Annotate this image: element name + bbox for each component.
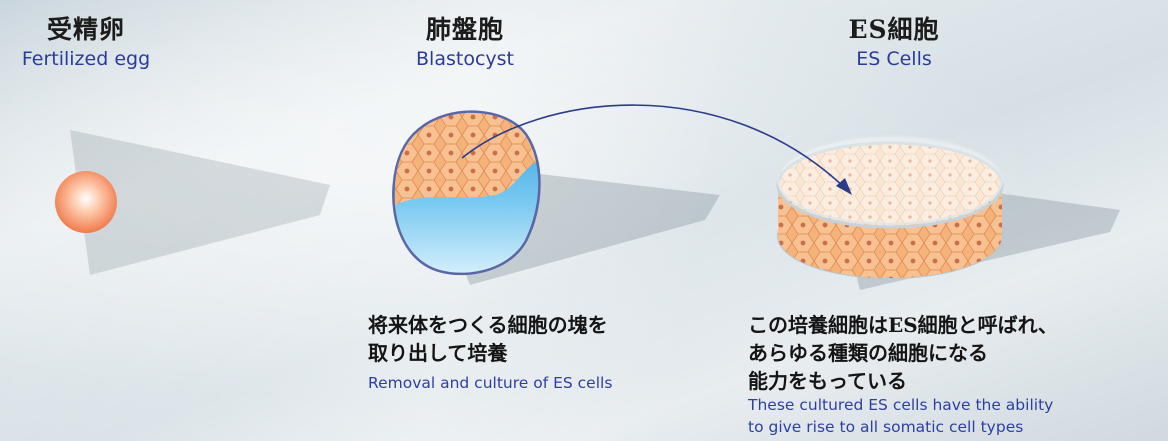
caption-line: 能力をもっている <box>748 369 907 393</box>
caption-line: この培養細胞はES細胞と呼ばれ、 <box>748 313 1058 337</box>
caption-line: to give rise to all somatic cell types <box>748 418 1024 436</box>
slab-shadow-1 <box>70 130 330 275</box>
caption-line: あらゆる種類の細胞になる <box>748 341 988 365</box>
caption-line: 将来体をつくる細胞の塊を <box>368 313 608 337</box>
es-caption-en: These cultured ES cells have the ability… <box>748 394 1053 438</box>
stage-title-jp: 肺盤胞 <box>425 15 504 44</box>
stage-title-en: Blastocyst <box>416 48 514 70</box>
stage-blastocyst-heading: 肺盤胞 Blastocyst <box>355 10 575 70</box>
blastocyst-caption-en: Removal and culture of ES cells <box>368 374 613 392</box>
petri-dish <box>776 135 1004 279</box>
stage-title-jp: 受精卵 <box>46 15 125 44</box>
es-caption-jp: この培養細胞はES細胞と呼ばれ、 あらゆる種類の細胞になる 能力をもっている <box>748 311 1058 395</box>
stage-es-cells-heading: ES細胞 ES Cells <box>784 10 1004 70</box>
stage-title-jp: ES細胞 <box>848 15 940 44</box>
blastocyst <box>392 110 541 276</box>
stage-title-en: ES Cells <box>856 48 932 70</box>
fertilized-egg <box>55 171 117 233</box>
caption-line: These cultured ES cells have the ability <box>748 396 1054 414</box>
transfer-arrow <box>461 104 846 189</box>
caption-line: 取り出して培養 <box>368 341 508 365</box>
blastocyst-caption-jp: 将来体をつくる細胞の塊を 取り出して培養 <box>368 311 608 367</box>
stage-title-en: Fertilized egg <box>21 48 151 70</box>
stage-fertilized-egg-heading: 受精卵 Fertilized egg <box>0 10 196 70</box>
arrowhead <box>836 178 852 195</box>
